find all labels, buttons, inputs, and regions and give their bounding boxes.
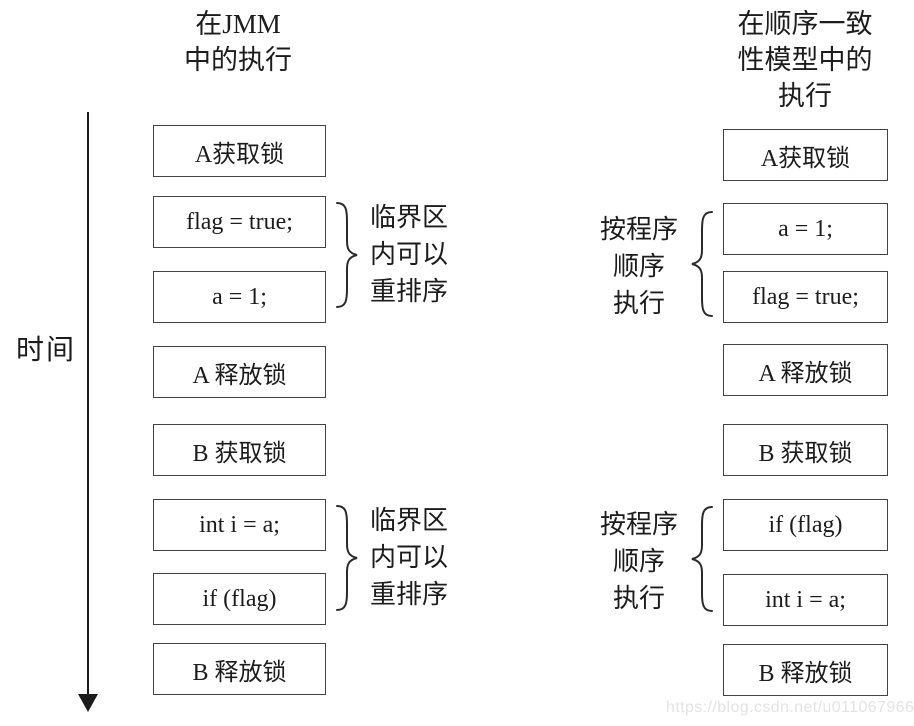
right-curly-brace-icon	[336, 202, 358, 308]
sc-brace2-line-2: 顺序	[612, 547, 665, 576]
sc-brace2-line-3: 执行	[612, 584, 665, 613]
sc-column-title: 在顺序一致 性模型中的 执行	[705, 6, 905, 114]
sc-brace-label-1: 按程序 顺序 执行	[594, 211, 684, 322]
jmm-box-a-acquire-lock: A获取锁	[153, 125, 326, 177]
sc-box-if-flag: if (flag)	[723, 499, 888, 551]
sc-box-b-release-lock: B 释放锁	[723, 644, 888, 696]
sc-brace1-line-3: 执行	[612, 289, 665, 318]
sc-brace1-line-1: 按程序	[599, 215, 678, 244]
left-curly-brace-icon	[691, 506, 713, 612]
left-curly-brace-icon	[691, 211, 713, 317]
sc-title-line-2: 性模型中的	[737, 45, 873, 75]
right-curly-brace-icon	[336, 505, 358, 611]
jmm-title-line-2: 中的执行	[184, 45, 292, 75]
sc-brace-label-2: 按程序 顺序 执行	[594, 506, 684, 617]
time-arrow-down-icon	[78, 694, 98, 712]
time-axis-label: 时间	[16, 335, 77, 366]
jmm-brace-label-1: 临界区 内可以 重排序	[364, 199, 454, 310]
jmm-brace2-line-2: 内可以	[369, 543, 448, 572]
jmm-brace1-line-1: 临界区	[369, 203, 448, 232]
sc-brace1-line-2: 顺序	[612, 252, 665, 281]
jmm-box-b-release-lock: B 释放锁	[153, 643, 326, 695]
sc-brace2-line-1: 按程序	[599, 510, 678, 539]
jmm-box-if-flag: if (flag)	[153, 573, 326, 625]
jmm-brace1-line-2: 内可以	[369, 240, 448, 269]
sc-box-b-acquire-lock: B 获取锁	[723, 424, 888, 476]
jmm-box-a-assign: a = 1;	[153, 271, 326, 323]
jmm-column-title: 在JMM 中的执行	[138, 6, 338, 78]
jmm-brace1-line-3: 重排序	[369, 277, 448, 306]
jmm-box-int-i-assign: int i = a;	[153, 499, 326, 551]
sc-box-a-assign: a = 1;	[723, 203, 888, 255]
jmm-box-a-release-lock: A 释放锁	[153, 346, 326, 398]
jmm-box-b-acquire-lock: B 获取锁	[153, 424, 326, 476]
sc-box-int-i-assign: int i = a;	[723, 574, 888, 626]
time-arrow-line	[87, 112, 89, 696]
sc-box-a-release-lock: A 释放锁	[723, 344, 888, 396]
sc-title-line-1: 在顺序一致	[737, 9, 873, 39]
sc-box-flag-assign: flag = true;	[723, 271, 888, 323]
sc-box-a-acquire-lock: A获取锁	[723, 129, 888, 181]
sc-title-line-3: 执行	[778, 81, 832, 111]
jmm-brace2-line-1: 临界区	[369, 506, 448, 535]
jmm-box-flag-assign: flag = true;	[153, 196, 326, 248]
csdn-watermark: https://blog.csdn.net/u011067966	[666, 699, 914, 716]
jmm-title-line-1: 在JMM	[195, 9, 281, 39]
jmm-brace2-line-3: 重排序	[369, 580, 448, 609]
jmm-brace-label-2: 临界区 内可以 重排序	[364, 502, 454, 613]
